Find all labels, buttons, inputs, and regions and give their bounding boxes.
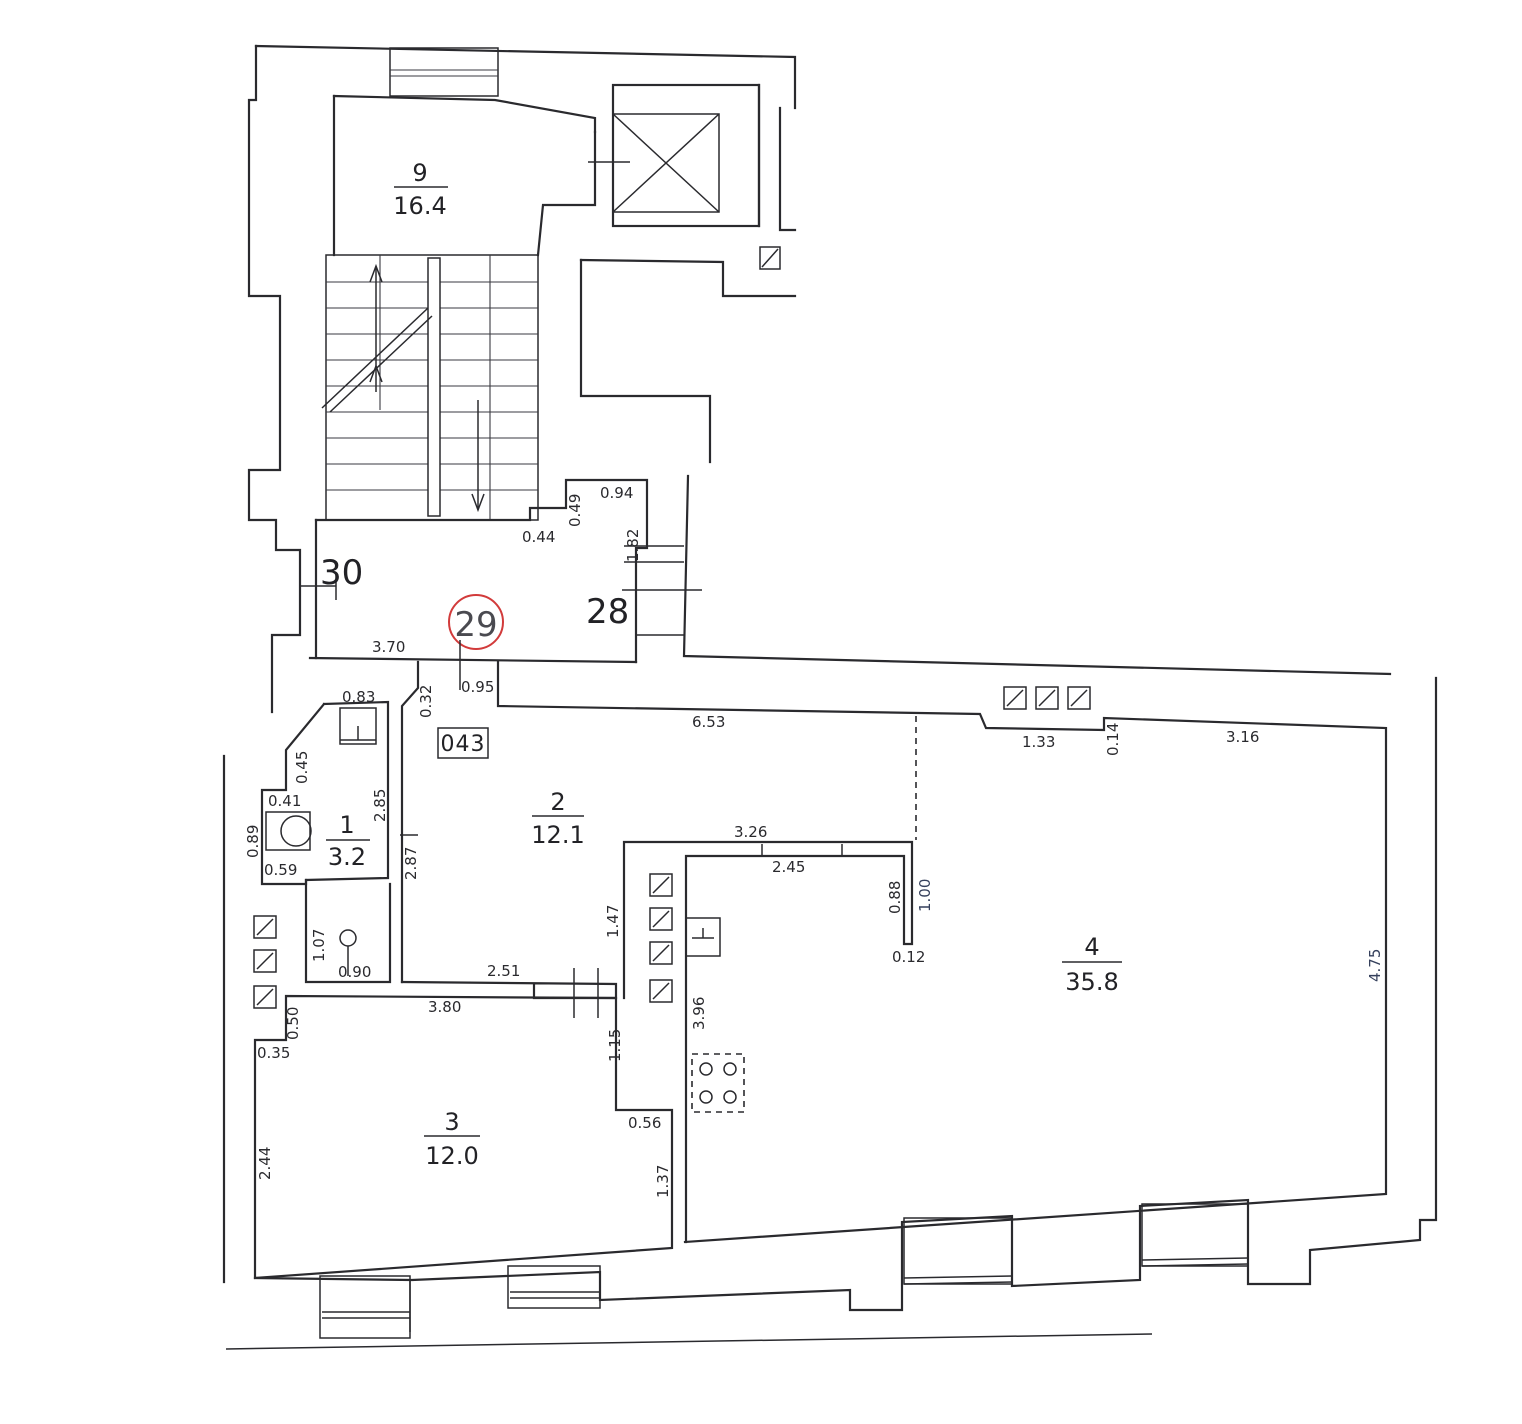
room-label-3: 3 12.0 <box>424 1108 480 1170</box>
dimension-label: 0.95 <box>461 678 494 696</box>
dimension-label: 0.56 <box>628 1114 661 1132</box>
dimension-label: 0.41 <box>268 792 301 810</box>
entrance-tag: 043 <box>437 727 489 759</box>
landing-walls <box>300 474 1392 676</box>
dimension-label: 1.37 <box>654 1165 672 1198</box>
dimension-label: 3.26 <box>734 823 767 841</box>
dimension-label: 2.45 <box>772 858 805 876</box>
dimension-label: 0.89 <box>244 825 262 858</box>
stair-direction-arrow-icon <box>369 263 485 513</box>
ventilation-duct-icon <box>649 873 673 1003</box>
dimension-label: 0.90 <box>338 963 371 981</box>
apartment-walls <box>222 660 1438 1350</box>
dimension-label: 1.47 <box>604 905 622 938</box>
room-number: 9 <box>412 159 427 187</box>
dimension-label: 0.49 <box>566 494 584 527</box>
dimension-label: 2.51 <box>487 962 520 980</box>
dimension-label: 2.44 <box>256 1147 274 1180</box>
sink-icon <box>685 917 721 957</box>
dimension-label: 2.87 <box>402 847 420 880</box>
dimension-label: 0.83 <box>342 688 375 706</box>
room-number: 2 <box>550 788 565 816</box>
dimension-label: 0.44 <box>522 528 555 546</box>
highlight-circle <box>448 594 504 650</box>
dimension-label: 1.00 <box>916 879 934 912</box>
dimension-label: 0.88 <box>886 881 904 914</box>
unit-label-28: 28 <box>586 592 629 632</box>
room-label-2: 2 12.1 <box>531 788 584 849</box>
dimension-label: 1.07 <box>310 929 328 962</box>
room-area: 12.0 <box>425 1142 478 1170</box>
dimension-label: 1.82 <box>624 529 642 562</box>
dimension-label: 3.96 <box>690 997 708 1030</box>
stove-icon <box>691 1053 745 1113</box>
dimension-label: 2.85 <box>371 789 389 822</box>
room-label-4: 4 35.8 <box>1062 933 1122 996</box>
unit-label-30: 30 <box>320 553 363 593</box>
dimension-label: 0.12 <box>892 948 925 966</box>
water-tap-icon <box>339 929 357 976</box>
dimension-label: 0.35 <box>257 1044 290 1062</box>
room-area: 16.4 <box>393 192 446 220</box>
room-area: 12.1 <box>531 821 584 849</box>
unit-number: 29 <box>454 605 497 645</box>
unit-label-29: 29 <box>448 594 504 690</box>
windows <box>319 1203 1249 1339</box>
ventilation-duct-icon <box>1003 686 1091 710</box>
room-label-9: 9 16.4 <box>393 159 448 220</box>
dimension-label: 1.33 <box>1022 733 1055 751</box>
dimension-label: 0.94 <box>600 484 633 502</box>
dimension-label: 0.32 <box>417 685 435 718</box>
dimension-label: 3.16 <box>1226 728 1259 746</box>
staircase <box>321 254 539 521</box>
toilet-icon <box>265 811 312 851</box>
dimension-labels: 0.49 0.94 0.44 1.82 3.70 0.32 0.95 0.83 … <box>244 484 1384 1198</box>
room-area: 35.8 <box>1065 968 1118 996</box>
dimension-label: 3.80 <box>428 998 461 1016</box>
dimension-label: 4.75 <box>1366 949 1384 982</box>
room-number: 3 <box>444 1108 459 1136</box>
dimension-label: 6.53 <box>692 713 725 731</box>
ventilation-duct-icon <box>253 915 277 1009</box>
dimension-label: 0.14 <box>1104 723 1122 756</box>
room-number: 4 <box>1084 933 1099 961</box>
room-number: 1 <box>339 811 354 839</box>
room-label-1: 1 3.2 <box>326 811 370 871</box>
dimension-label: 0.59 <box>264 861 297 879</box>
entrance-tag-text: 043 <box>441 732 486 757</box>
ventilation-ducts <box>253 686 1091 1009</box>
dimension-label: 0.45 <box>293 751 311 784</box>
dimension-label: 1.15 <box>606 1029 624 1062</box>
dimension-label: 3.70 <box>372 638 405 656</box>
dimension-label: 0.50 <box>284 1007 302 1040</box>
stairwell-walls <box>247 44 797 714</box>
room-area: 3.2 <box>328 843 366 871</box>
